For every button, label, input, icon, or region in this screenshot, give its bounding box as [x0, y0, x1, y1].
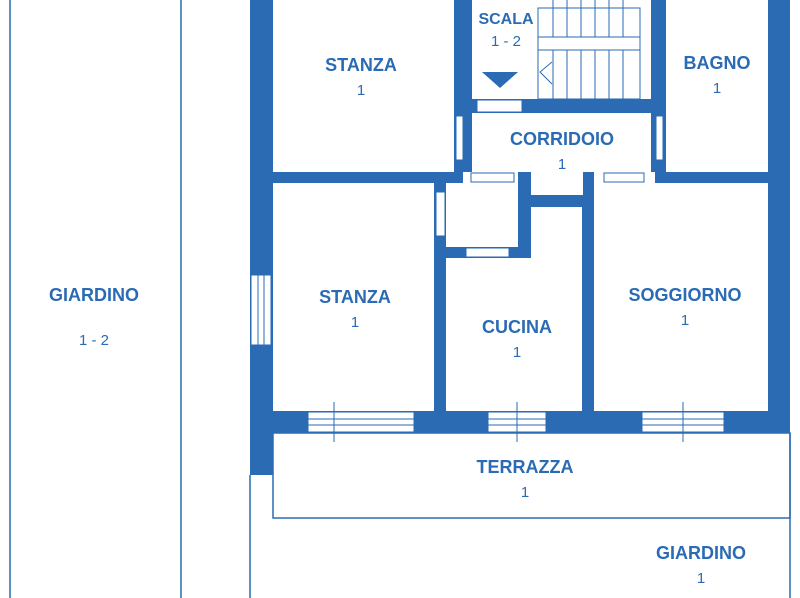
room-soggiorno: SOGGIORNO 1: [628, 285, 741, 329]
room-stanza-bottom: STANZA 1: [319, 287, 391, 331]
room-terrazza: TERRAZZA 1: [477, 457, 574, 501]
garden-boundaries: [9, 0, 791, 598]
room-value: 1: [680, 312, 690, 329]
room-value: 1: [512, 344, 522, 361]
room-value: 1: [350, 314, 360, 331]
room-value: 1: [712, 80, 722, 97]
room-value: 1 - 2: [490, 33, 522, 50]
staircase: [537, 0, 641, 100]
room-value: 1: [520, 484, 530, 501]
room-name: BAGNO: [683, 53, 751, 73]
room-stanza-top: STANZA 1: [325, 55, 397, 99]
room-value: 1: [557, 156, 567, 173]
room-value: 1: [356, 82, 366, 99]
room-name: TERRAZZA: [476, 457, 574, 477]
room-value: 1: [696, 570, 706, 587]
stair-direction-arrow-icon: [482, 72, 518, 88]
room-name: SOGGIORNO: [628, 285, 742, 305]
room-corridoio: CORRIDOIO 1: [510, 129, 614, 173]
room-name: CUCINA: [482, 317, 552, 337]
room-name: CORRIDOIO: [509, 129, 615, 149]
room-name: GIARDINO: [656, 543, 746, 563]
room-name: STANZA: [325, 55, 397, 75]
room-scala: SCALA 1 - 2: [478, 11, 533, 50]
area-giardino-left: GIARDINO 1 - 2: [49, 285, 139, 349]
room-name: GIARDINO: [49, 285, 139, 305]
room-value: 1 - 2: [78, 332, 109, 349]
room-bagno: BAGNO 1: [684, 53, 751, 97]
room-cucina: CUCINA 1: [482, 317, 552, 361]
doors-windows: [250, 99, 725, 442]
room-name: STANZA: [319, 287, 391, 307]
room-name: SCALA: [478, 11, 534, 28]
area-giardino-bottom: GIARDINO 1: [656, 543, 746, 587]
